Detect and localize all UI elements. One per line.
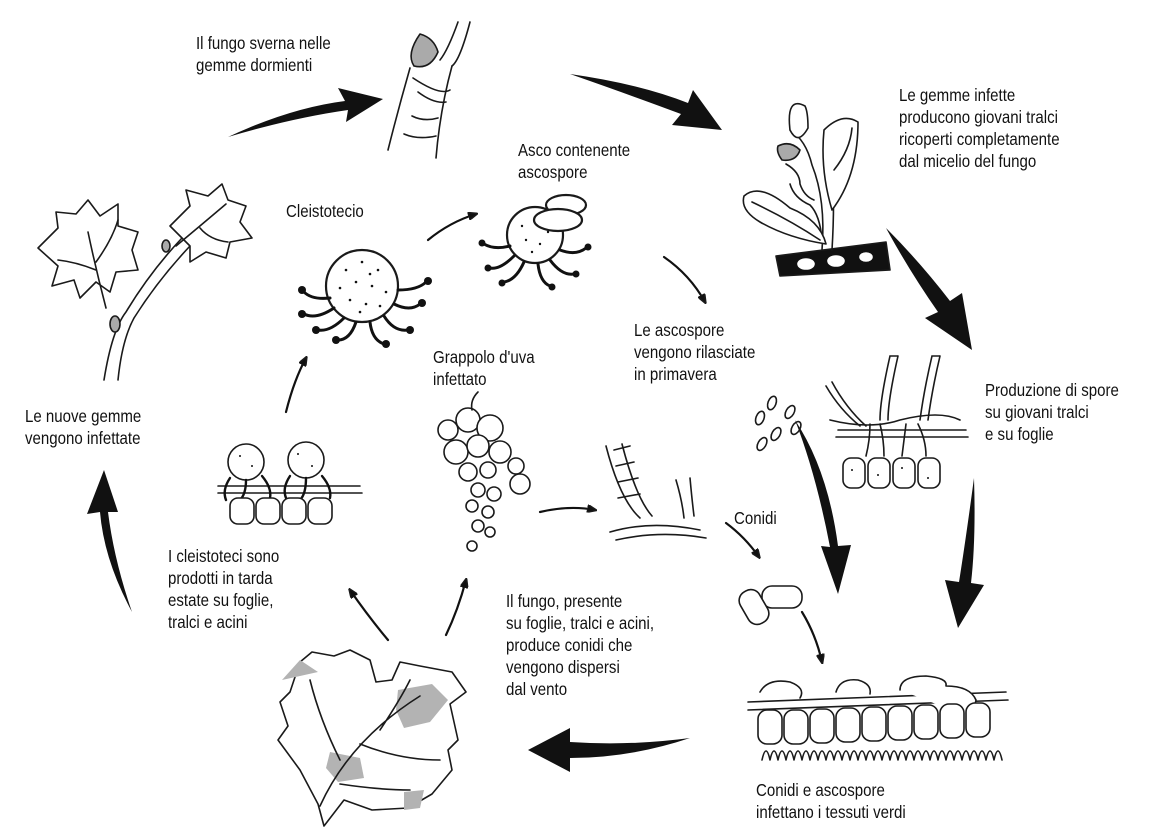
label-line: Conidi e ascospore <box>756 779 906 801</box>
label-cleistothecium: Cleistotecio <box>286 200 364 222</box>
label-line: infettato <box>433 368 535 390</box>
label-line: Asco contenente <box>518 139 630 161</box>
label-infected-buds: Le gemme infette producono giovani tralc… <box>899 84 1060 172</box>
label-line: Le nuove gemme <box>25 405 141 427</box>
label-line: vengono dispersi <box>506 656 654 678</box>
conidiophore <box>606 444 706 540</box>
dormant-bud-stem <box>388 22 470 158</box>
label-line: Il fungo, presente <box>506 590 654 612</box>
cycle-arrow-2 <box>570 74 722 130</box>
label-line: estate su foglie, <box>168 589 279 611</box>
infected-shoot <box>743 104 890 276</box>
cycle-arrow-5 <box>528 728 690 772</box>
label-new-buds: Le nuove gemme vengono infettate <box>25 405 141 449</box>
label-line: ascospore <box>518 161 630 183</box>
label-grape-bunch: Grappolo d'uva infettato <box>433 346 535 390</box>
label-line: Cleistotecio <box>286 200 364 222</box>
label-line: e su foglie <box>985 423 1119 445</box>
label-line: producono giovani tralci <box>899 106 1060 128</box>
label-cleistothecia-produced: I cleistoteci sono prodotti in tarda est… <box>168 545 279 633</box>
label-line: Produzione di spore <box>985 379 1119 401</box>
label-line: prodotti in tarda <box>168 567 279 589</box>
cycle-arrow-3 <box>886 228 972 350</box>
label-line: vengono rilasciate <box>634 341 755 363</box>
label-line: produce conidi che <box>506 634 654 656</box>
label-green-tissues: Conidi e ascospore infettano i tessuti v… <box>756 779 906 823</box>
label-overwinter: Il fungo sverna nelle gemme dormienti <box>196 32 331 76</box>
label-line: Il fungo sverna nelle <box>196 32 331 54</box>
label-line: Le gemme infette <box>899 84 1060 106</box>
label-fungus-present: Il fungo, presente su foglie, tralci e a… <box>506 590 654 700</box>
cycle-arrow-1 <box>228 88 383 137</box>
cycle-arrow-4 <box>945 478 984 628</box>
grape-shoot <box>38 184 252 380</box>
cycle-arrow-7 <box>795 420 851 594</box>
label-line: Grappolo d'uva <box>433 346 535 368</box>
label-line: dal vento <box>506 678 654 700</box>
label-spore-production: Produzione di spore su giovani tralci e … <box>985 379 1119 445</box>
label-line: Conidi <box>734 507 777 529</box>
conidia <box>735 586 802 628</box>
cycle-arrow-6 <box>87 470 132 612</box>
label-line: I cleistoteci sono <box>168 545 279 567</box>
label-line: infettano i tessuti verdi <box>756 801 906 823</box>
label-ascus: Asco contenente ascospore <box>518 139 630 183</box>
label-line: gemme dormienti <box>196 54 331 76</box>
grape-bunch <box>438 392 530 551</box>
infected-tissue <box>748 676 1008 760</box>
cleistothecia-on-leaf <box>218 442 362 524</box>
cleistothecium <box>298 250 432 348</box>
label-line: in primavera <box>634 363 755 385</box>
label-line: tralci e acini <box>168 611 279 633</box>
label-conidia: Conidi <box>734 507 777 529</box>
label-ascospores-released: Le ascospore vengono rilasciate in prima… <box>634 319 755 385</box>
label-line: dal micelio del fungo <box>899 150 1060 172</box>
ascospores <box>754 395 803 452</box>
label-line: su foglie, tralci e acini, <box>506 612 654 634</box>
ascus-cleistothecium <box>479 195 592 291</box>
label-line: Le ascospore <box>634 319 755 341</box>
label-line: vengono infettate <box>25 427 141 449</box>
spore-production <box>826 356 968 488</box>
label-line: su giovani tralci <box>985 401 1119 423</box>
label-line: ricoperti completamente <box>899 128 1060 150</box>
infected-leaf <box>278 650 466 826</box>
